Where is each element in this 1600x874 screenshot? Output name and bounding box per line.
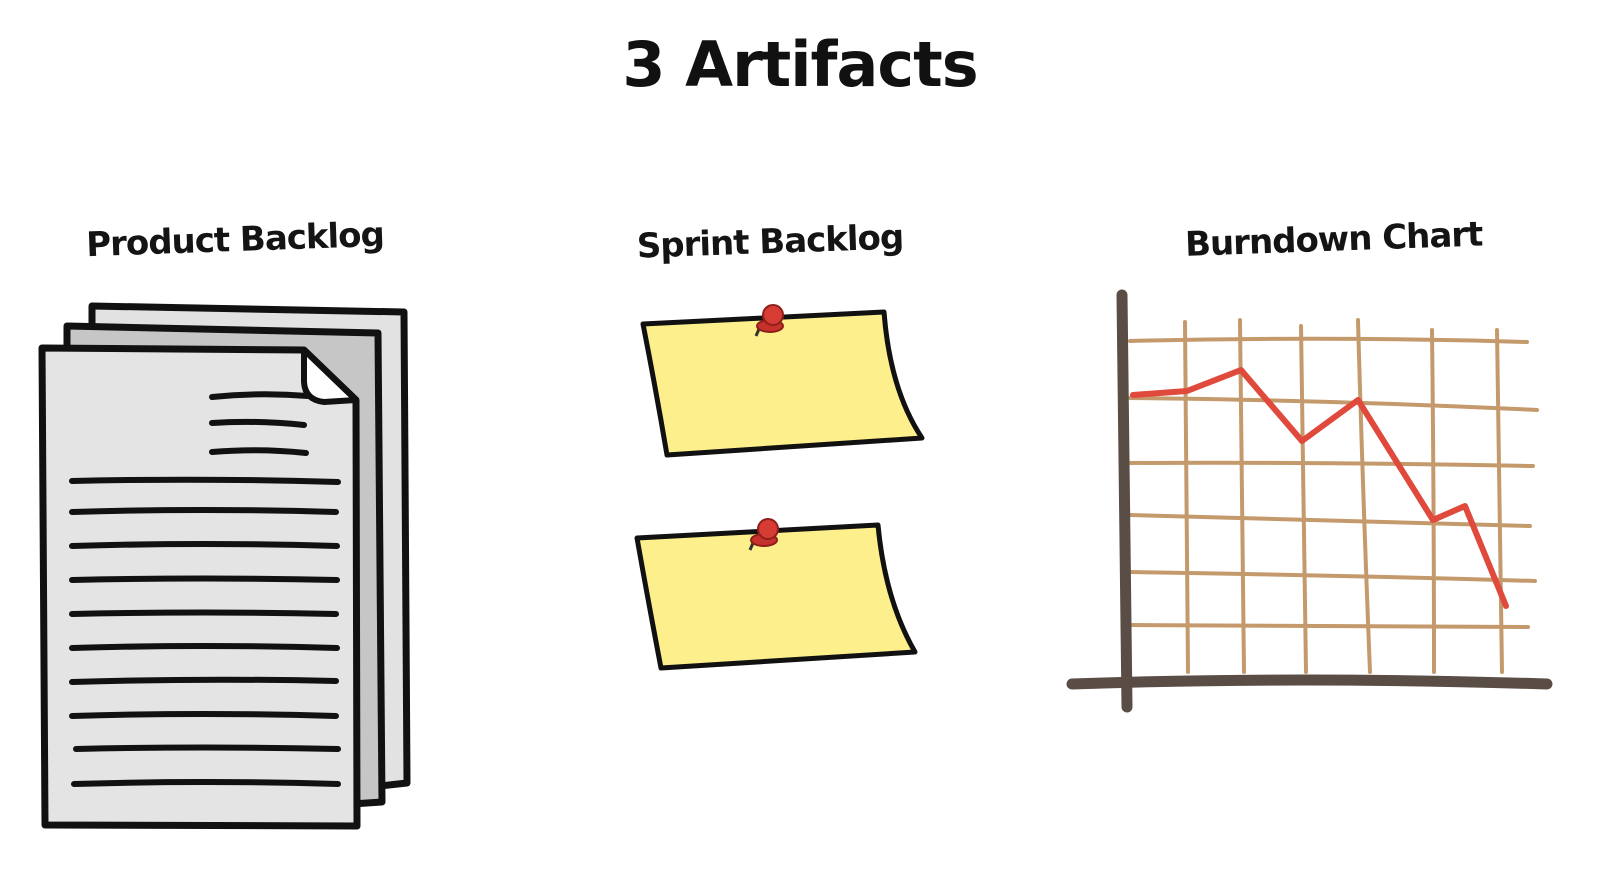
pin-icon <box>748 518 779 551</box>
page-title: 3 Artifacts <box>622 28 978 101</box>
burndown-trend-line <box>1130 367 1509 609</box>
x-axis <box>1066 674 1553 690</box>
sticky-note-top <box>640 309 925 458</box>
chart-grid <box>1128 318 1539 674</box>
long-text-lines <box>69 476 341 787</box>
folded-corner <box>301 347 359 405</box>
front-sheet <box>38 344 361 830</box>
short-text-lines <box>209 391 311 456</box>
pin-icon <box>754 304 784 337</box>
y-axis <box>1116 289 1133 713</box>
burndown-chart-icon <box>1066 289 1553 713</box>
document-stack-icon <box>38 302 411 830</box>
sticky-note-icon <box>634 304 925 671</box>
sticky-note-bottom <box>634 522 918 671</box>
